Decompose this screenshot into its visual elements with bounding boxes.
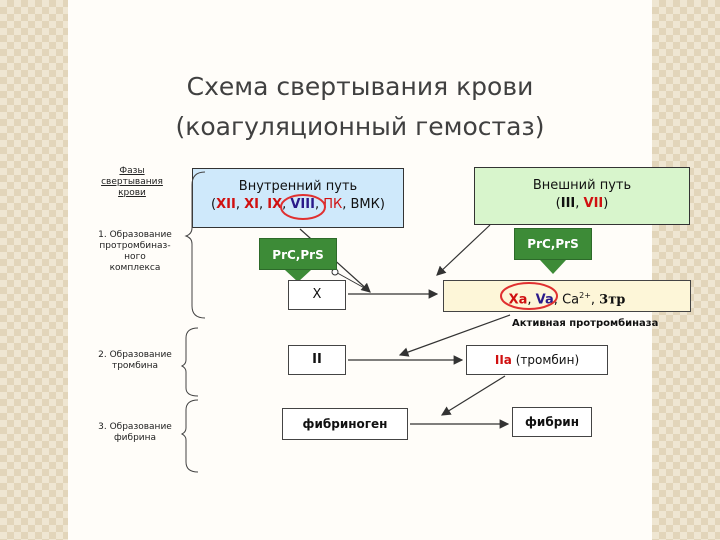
phases-header-line: крови: [118, 188, 146, 198]
thrombin-label: (тромбин): [515, 353, 580, 367]
title-line-2: (коагуляционный гемостаз): [175, 112, 545, 141]
factor-iii: III: [560, 196, 576, 211]
prc-prs-left: PrC,PrS: [259, 238, 337, 270]
factor-va: Va: [535, 292, 554, 308]
fibrin-box: фибрин: [512, 407, 592, 437]
factor-x-box: X: [288, 280, 346, 310]
prc-left-arrowhead: [285, 270, 311, 282]
paren: ): [603, 196, 609, 211]
platelet-factor: 3тр: [599, 292, 626, 308]
intrinsic-factors: (XII, XI, IX, VIII, ПК, ВМК): [193, 197, 403, 212]
separator: ,: [527, 292, 536, 308]
prc-right-arrowhead: [540, 260, 566, 274]
calcium: Ca: [562, 292, 580, 308]
decorative-pattern-left: [0, 0, 68, 540]
factor-pk: ПК: [323, 197, 343, 212]
paren: ): [379, 197, 385, 212]
decorative-pattern-right: [652, 0, 720, 540]
calcium-charge: 2+: [579, 291, 591, 300]
phase-3-label: 3. Образование фибрина: [86, 422, 184, 444]
arrow-iia-to-fibrinogen: [440, 375, 506, 416]
title-line-1: Схема свертывания крови: [186, 72, 534, 101]
paren: (: [555, 196, 561, 211]
factor-xii: XII: [216, 197, 236, 212]
phase-2-line: 2. Образование: [98, 350, 172, 360]
prothrombinase-box: Xa, Va, Ca2+, 3тр: [443, 280, 691, 312]
prc-prs-right: PrC,PrS: [514, 228, 592, 260]
phase-3-line: 3. Образование: [98, 422, 172, 432]
phase-1-label: 1. Образование протромбиназ- ного компле…: [86, 230, 184, 274]
phase-1-line: комплекса: [109, 263, 161, 273]
extrinsic-pathway-box: Внешний путь (III, VII): [474, 167, 690, 225]
phases-header-line: свертывания: [101, 177, 163, 187]
paren: (: [211, 197, 217, 212]
fibrinogen-box: фибриноген: [282, 408, 408, 440]
brace-phase-3: [180, 399, 199, 473]
factor-viii: VIII: [290, 197, 315, 212]
separator: ,: [314, 197, 324, 212]
separator: ,: [282, 197, 291, 212]
factor-vmk: ВМК: [350, 197, 380, 212]
factor-xi: XI: [244, 197, 259, 212]
phase-1-line: 1. Образование: [98, 230, 172, 240]
separator: ,: [553, 292, 563, 308]
phase-2-label: 2. Образование тромбина: [86, 350, 184, 372]
brace-phase-1: [184, 171, 206, 319]
phases-header: Фазы свертывания крови: [92, 166, 172, 199]
thrombin-box: IIa (тромбин): [466, 345, 608, 375]
extrinsic-factors: (III, VII): [475, 196, 689, 211]
factor-viii-highlight-ellipse: [280, 194, 326, 220]
phase-1-line: протромбиназ-: [99, 241, 171, 251]
separator: ,: [342, 197, 351, 212]
separator: ,: [258, 197, 268, 212]
separator: ,: [590, 292, 600, 308]
separator: ,: [575, 196, 584, 211]
factor-xa: Xa: [508, 292, 528, 308]
factor-ix: IX: [267, 197, 283, 212]
factor-iia: IIa: [494, 353, 512, 367]
arrow-xa-to-ii: [398, 314, 511, 357]
extrinsic-title: Внешний путь: [532, 178, 632, 193]
factor-vii: VII: [583, 196, 604, 211]
active-prothrombinase-label: Активная протромбиназа: [512, 318, 659, 329]
phase-2-line: тромбина: [111, 361, 159, 371]
brace-phase-2: [180, 327, 199, 397]
separator: ,: [235, 197, 245, 212]
phase-1-line: ного: [124, 252, 146, 262]
arrow-extrinsic-to-xa: [436, 224, 491, 276]
phases-header-line: Фазы: [119, 166, 145, 176]
factor-ii-box: II: [288, 345, 346, 375]
intrinsic-title: Внутренний путь: [238, 179, 358, 194]
phase-3-line: фибрина: [113, 433, 157, 443]
